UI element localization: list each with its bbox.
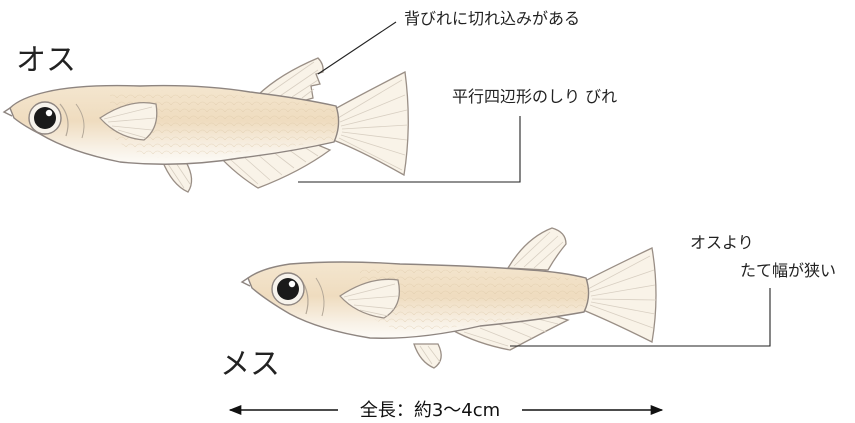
female-pelvic-fin [414, 344, 441, 368]
male-anal-note: 平行四辺形のしり びれ [452, 87, 617, 106]
length-indicator: 全長：約3〜4cm [230, 400, 662, 421]
female-eye [272, 273, 304, 305]
male-dorsal-note: 背びれに切れ込みがある [404, 9, 580, 28]
female-note-line2: たて幅が狭い [740, 261, 836, 280]
male-fish [4, 58, 408, 192]
male-eye [29, 102, 61, 134]
male-dorsal-leader [318, 22, 396, 74]
male-tail-fin [333, 72, 408, 175]
female-fish [242, 228, 656, 368]
female-tail-fin [583, 248, 656, 342]
female-note-line1: オスより [690, 233, 754, 252]
female-label: メス [220, 347, 280, 382]
length-label: 全長：約3〜4cm [360, 400, 500, 421]
male-label: オス [16, 43, 76, 78]
female-dorsal-fin [508, 228, 566, 270]
